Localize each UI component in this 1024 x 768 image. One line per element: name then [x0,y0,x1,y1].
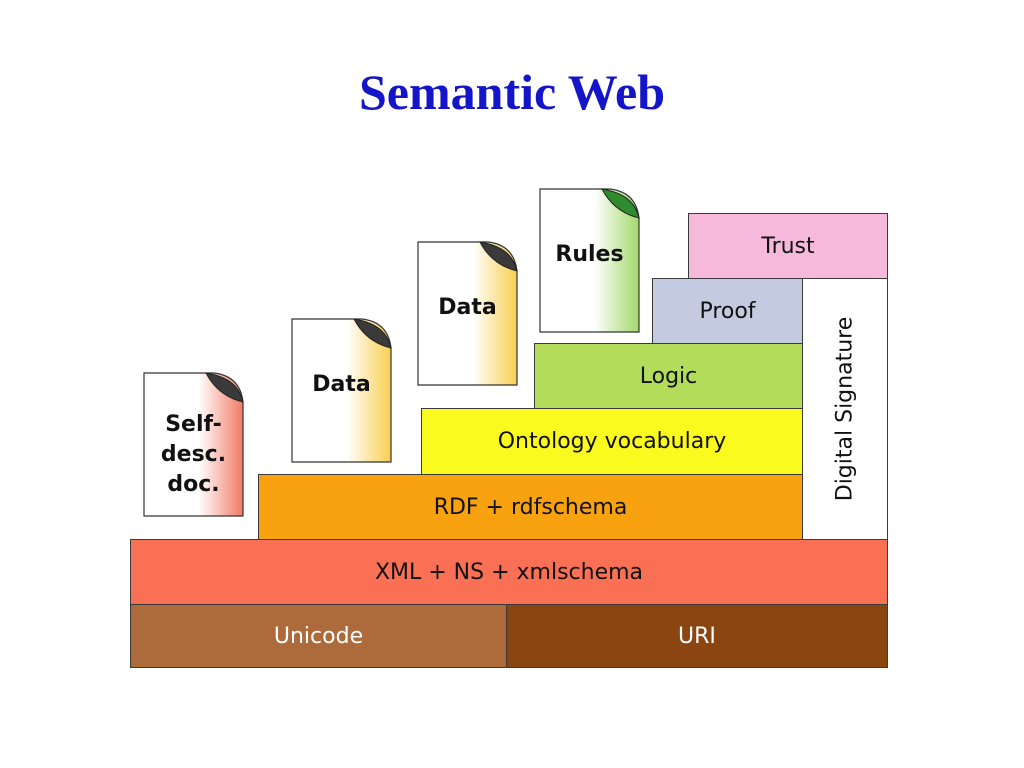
document-data-2: Data [417,241,518,386]
document-shape [291,318,392,463]
document-fold [479,241,518,272]
document-data-1: Data [291,318,392,463]
document-page [417,241,518,386]
layer-proof: Proof [652,278,803,344]
document-shape [417,241,518,386]
document-shape [143,372,244,517]
layer-trust: Trust [688,213,888,279]
document-fold [353,318,392,349]
document-page [143,372,244,517]
document-label: doc. [167,471,220,497]
digital-signature-label: Digital Signature [832,316,858,502]
document-shape [539,188,640,333]
layer-uri: URI [506,604,888,668]
layer-xml: XML + NS + xmlschema [130,539,888,605]
document-label: Self- [165,411,222,437]
document-fold [205,372,244,403]
document-self-desc: Self-desc. doc. [143,372,244,517]
document-fold [601,188,640,219]
document-rules: Rules [539,188,640,333]
layer-unicode: Unicode [130,604,507,668]
document-page [539,188,640,333]
document-label: desc. [160,441,227,467]
document-label: Rules [555,241,624,267]
document-page [291,318,392,463]
page-title: Semantic Web [358,64,666,120]
document-label: Data [438,294,497,320]
layer-logic: Logic [534,343,803,409]
layer-digital-signature: Digital Signature [802,278,888,540]
document-label: Data [312,371,371,397]
layer-ontology: Ontology vocabulary [421,408,803,475]
layer-rdf: RDF + rdfschema [258,474,803,540]
